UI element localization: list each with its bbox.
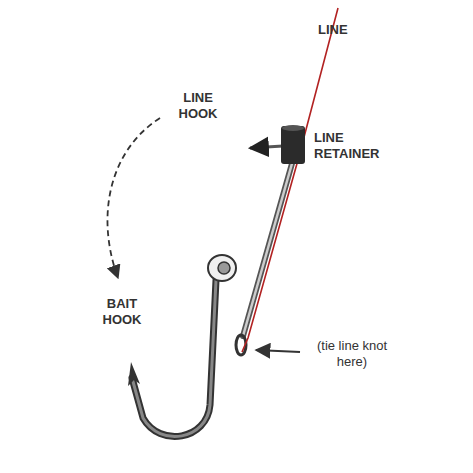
line-retainer: [281, 126, 305, 164]
retainer-top: [282, 125, 304, 131]
hook-barb: [128, 362, 140, 386]
bead: [208, 255, 236, 281]
bait-hook-shine: [132, 280, 216, 437]
shank-shine: [243, 160, 293, 336]
bait-hook: [132, 280, 216, 437]
knot-arrow: [256, 350, 300, 352]
bait-hook-label: BAIT HOOK: [92, 296, 152, 328]
bead-hole: [218, 262, 230, 274]
line-hook-label: LINE HOOK: [168, 90, 228, 122]
motion-arrow: [107, 118, 160, 278]
line-retainer-label: LINE RETAINER: [314, 130, 394, 162]
shank: [243, 160, 293, 336]
knot-label: (tie line knot here): [306, 338, 398, 370]
line-label: LINE: [318, 22, 378, 38]
fishing-line: [242, 8, 338, 352]
line-hook-spike: [250, 146, 283, 148]
